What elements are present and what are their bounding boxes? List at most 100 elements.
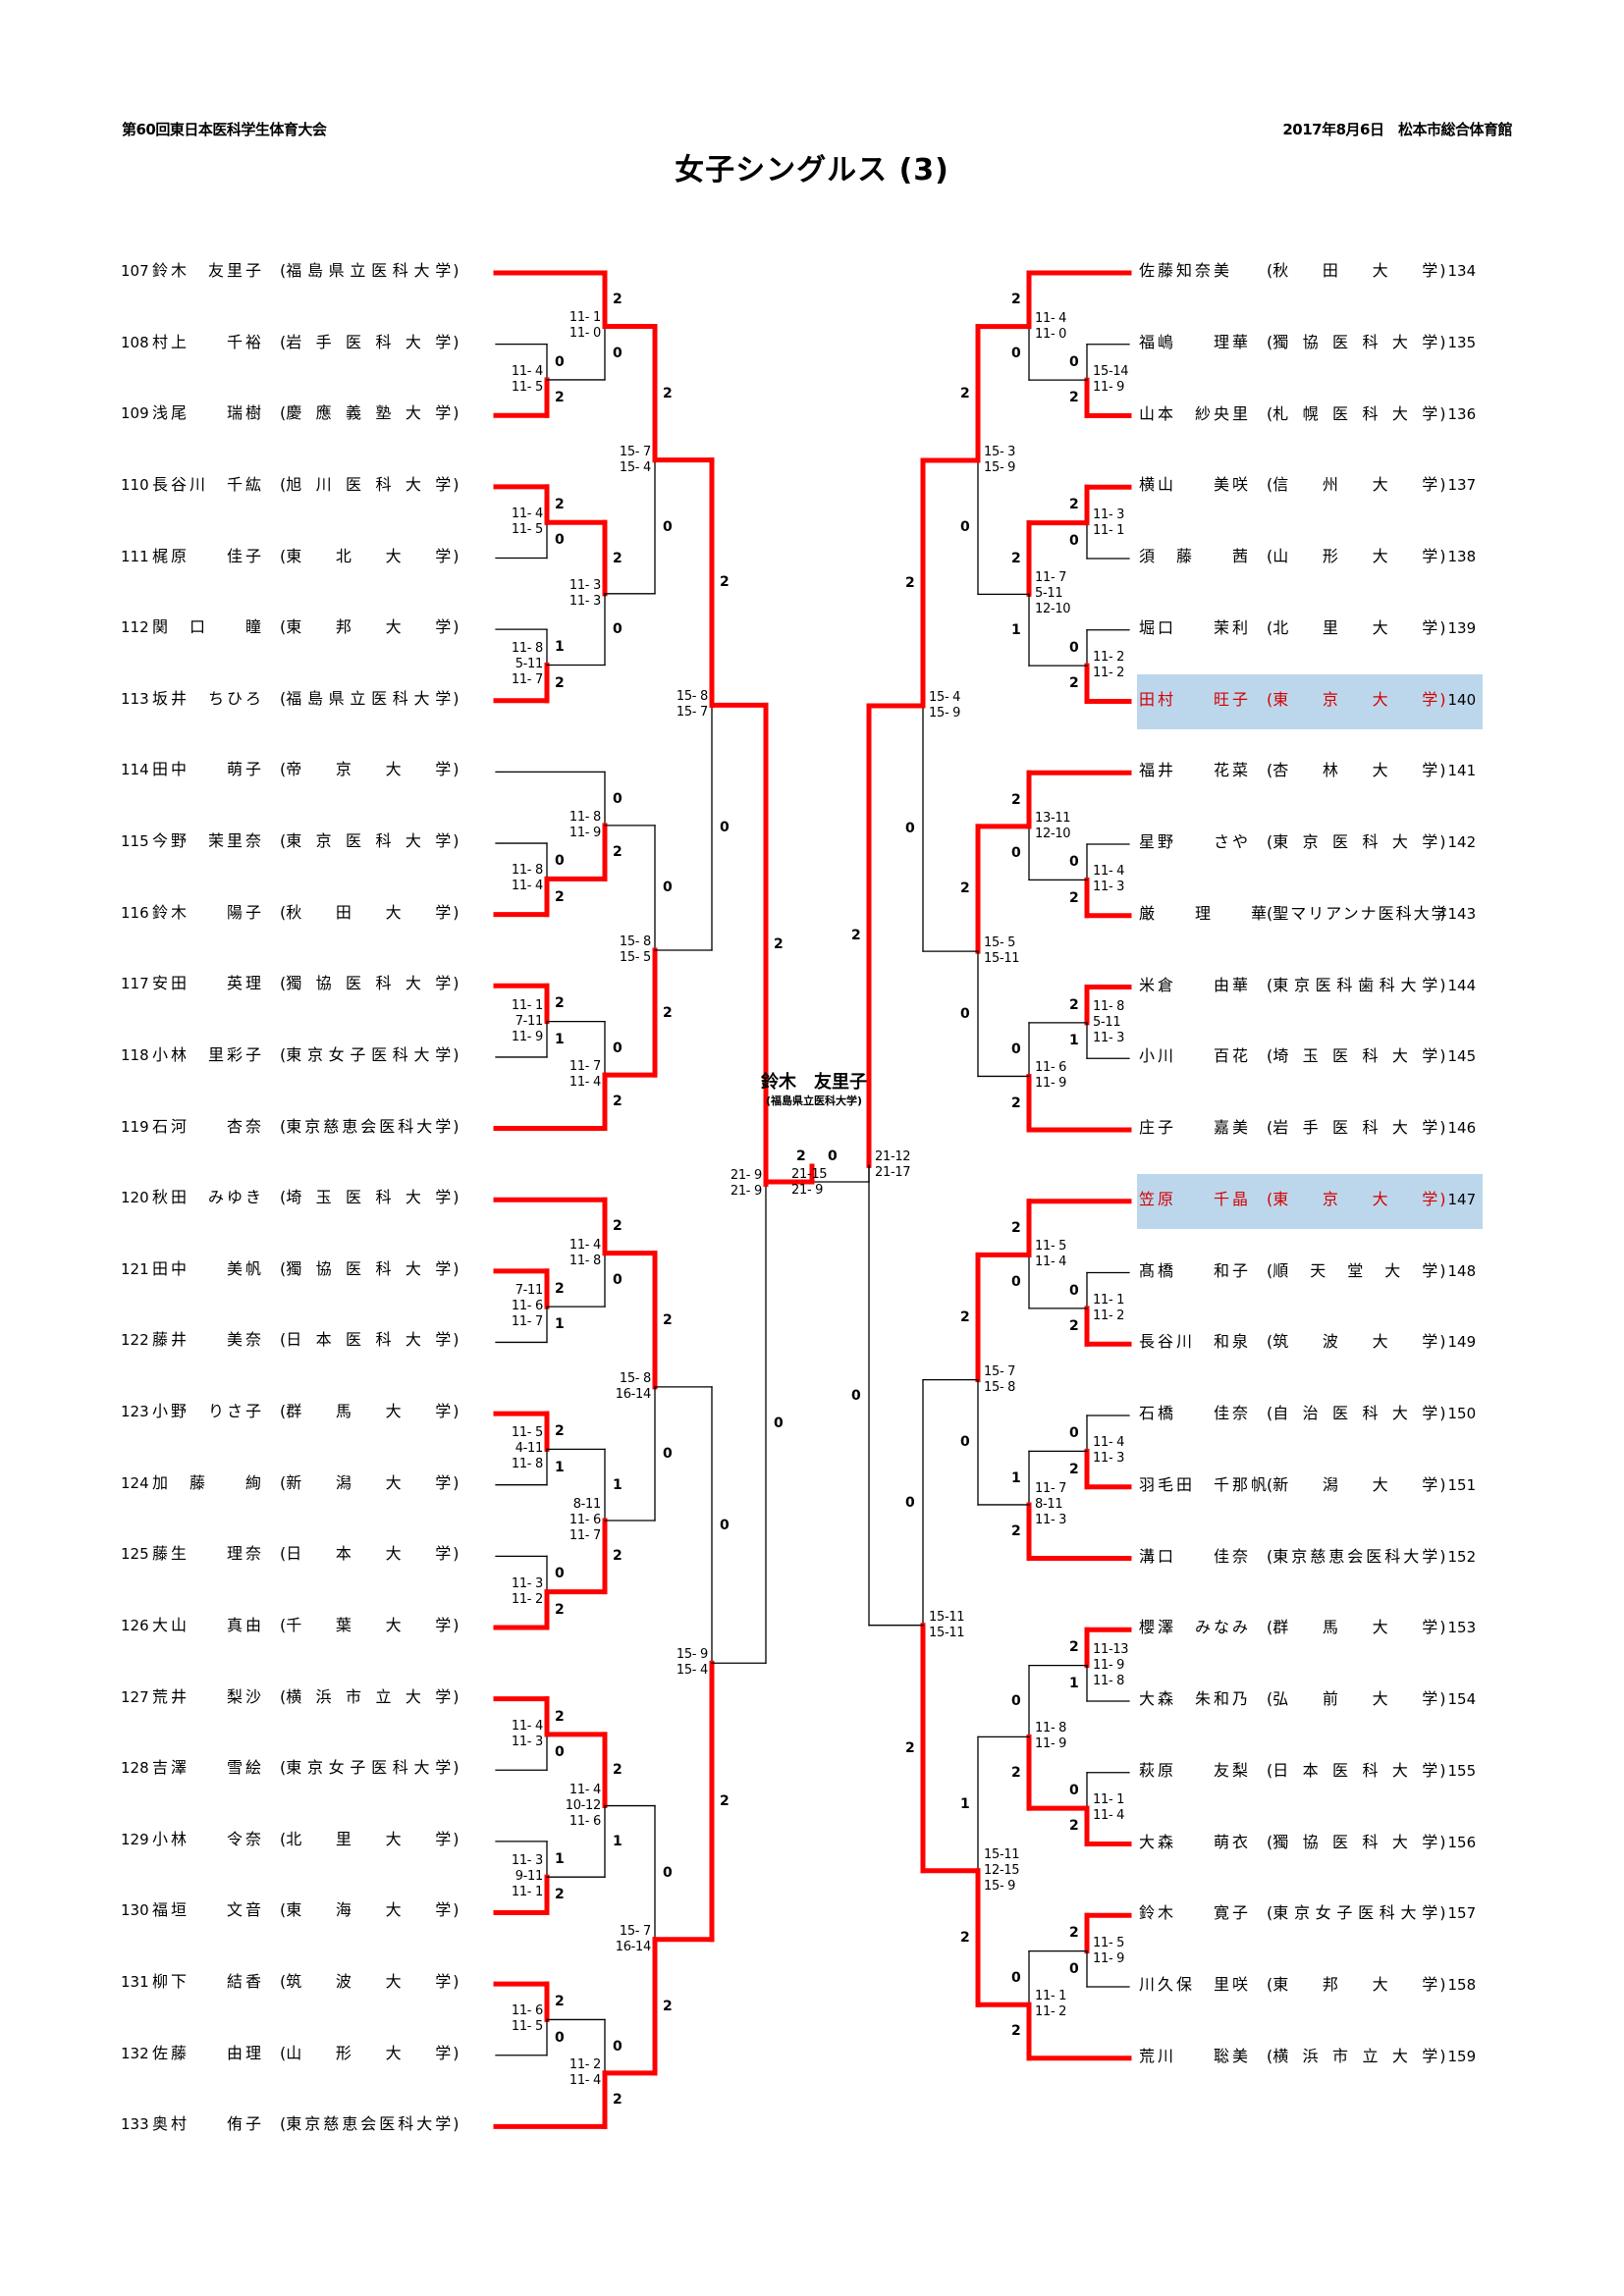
player-entry: 米倉 由華(東京医科歯科大学)144 (1139, 975, 1480, 996)
player-school: 岩手医科大学 (1272, 1118, 1440, 1137)
player-number: 115 (121, 832, 149, 851)
paren-open: ( (280, 1188, 287, 1207)
game-score: 11- 7 (511, 672, 543, 688)
paren-open: ( (1267, 2046, 1273, 2065)
games-won: 0 (960, 1434, 970, 1451)
player-school: 東邦大学 (1272, 1975, 1440, 1994)
game-score: 11- 8 (511, 641, 543, 657)
game-score: 15- 4 (676, 1663, 708, 1679)
player-name: 須 藤 茜 (1139, 547, 1252, 565)
player-school: 東京医科大学 (286, 831, 454, 851)
games-won: 2 (1069, 390, 1079, 406)
games-won: 0 (555, 1566, 565, 1582)
player-name: 横山 美咲 (1139, 475, 1252, 495)
game-score: 11- 7 (568, 1528, 601, 1544)
game-score: 15- 3 (984, 444, 1016, 459)
game-score: 11- 3 (1093, 1451, 1125, 1467)
game-score: 11- 4 (568, 1237, 601, 1253)
player-number: 147 (1447, 1190, 1477, 1208)
player-name: 川久保 里咲 (1139, 1975, 1252, 1994)
games-won: 1 (555, 1851, 565, 1868)
game-score: 11- 3 (1035, 1512, 1067, 1527)
player-name: 福垣 文音 (152, 1900, 265, 1920)
paren-open: ( (1267, 547, 1273, 565)
player-number: 125 (121, 1545, 149, 1564)
paren-close: ) (1439, 761, 1446, 780)
paren-open: ( (1267, 1760, 1273, 1780)
paren-close: ) (453, 1188, 460, 1207)
paren-close: ) (453, 1686, 460, 1706)
paren-open: ( (280, 2114, 287, 2134)
final-games-left: 2 (796, 1148, 806, 1164)
paren-open: ( (1267, 332, 1273, 351)
games-won: 0 (613, 1271, 623, 1288)
player-name: 福井 花菜 (1139, 761, 1252, 780)
player-name: 櫻澤 みなみ (1139, 1618, 1252, 1637)
game-score: 13-11 (1035, 810, 1071, 826)
player-entry: 櫻澤 みなみ(群馬大学)153 (1139, 1617, 1480, 1638)
paren-open: ( (1267, 261, 1273, 280)
player-school: 山形大学 (1272, 547, 1440, 565)
player-number: 137 (1447, 476, 1477, 495)
paren-open: ( (280, 1758, 287, 1778)
player-number: 143 (1447, 904, 1477, 923)
paren-close: ) (1439, 1760, 1446, 1780)
game-score: 11- 1 (1093, 1292, 1125, 1308)
games-won: 0 (960, 519, 970, 536)
player-entry: 佐藤知奈美(秋田大学)134 (1139, 260, 1480, 282)
player-entry: 小川 百花(埼玉医科大学)145 (1139, 1045, 1480, 1067)
player-school: 秋田大学 (1272, 261, 1440, 280)
games-won: 2 (960, 1929, 970, 1946)
player-number: 132 (121, 2044, 149, 2062)
games-won: 1 (1069, 1675, 1079, 1691)
paren-close: ) (1439, 1332, 1446, 1352)
player-number: 110 (121, 475, 149, 494)
player-name: 藤井 美奈 (152, 1330, 265, 1350)
player-school: 東京大学 (1272, 689, 1440, 709)
player-school: 札幌医科大学 (1272, 403, 1440, 423)
games-won: 2 (555, 390, 565, 406)
games-won: 0 (1011, 1969, 1021, 1986)
player-name: 田中 美帆 (152, 1258, 265, 1278)
games-won: 0 (1069, 639, 1079, 656)
games-won: 2 (555, 674, 565, 691)
player-number: 118 (121, 1045, 149, 1064)
player-school: 東海大学 (286, 1900, 454, 1920)
games-won: 0 (1069, 1282, 1079, 1299)
paren-close: ) (453, 332, 460, 351)
games-won: 2 (960, 881, 970, 897)
games-won: 0 (1069, 353, 1079, 370)
paren-open: ( (1267, 1832, 1273, 1851)
games-won: 1 (960, 1795, 970, 1812)
player-number: 138 (1447, 548, 1477, 565)
game-score: 11- 8 (568, 1253, 601, 1268)
game-score: 11- 2 (511, 1591, 543, 1607)
games-won: 0 (960, 1005, 970, 1022)
player-name: 荒井 梨沙 (152, 1686, 265, 1706)
player-number: 107 (121, 262, 149, 280)
player-school: 埼玉医科大学 (286, 1188, 454, 1207)
player-number: 126 (121, 1616, 149, 1634)
game-score: 21- 9 (730, 1184, 762, 1200)
player-name: 大森 朱和乃 (1139, 1689, 1252, 1708)
game-score: 11- 1 (511, 997, 543, 1013)
games-won: 2 (1069, 889, 1079, 906)
paren-close: ) (1439, 1046, 1446, 1066)
game-score: 4-11 (514, 1441, 544, 1457)
games-won: 0 (555, 532, 565, 549)
player-school: 北里大学 (1272, 617, 1440, 637)
player-school: 筑波大学 (286, 1972, 454, 1992)
game-score: 11- 8 (511, 863, 543, 879)
paren-close: ) (453, 261, 460, 280)
player-name: 鈴木 寛子 (1139, 1903, 1252, 1923)
player-entry: 大森 朱和乃(弘前大学)154 (1139, 1688, 1480, 1710)
game-score: 11- 2 (1093, 650, 1125, 666)
player-entry: 石橋 佳奈(自治医科大学)150 (1139, 1403, 1480, 1424)
player-school: 新潟大学 (1272, 1474, 1440, 1494)
